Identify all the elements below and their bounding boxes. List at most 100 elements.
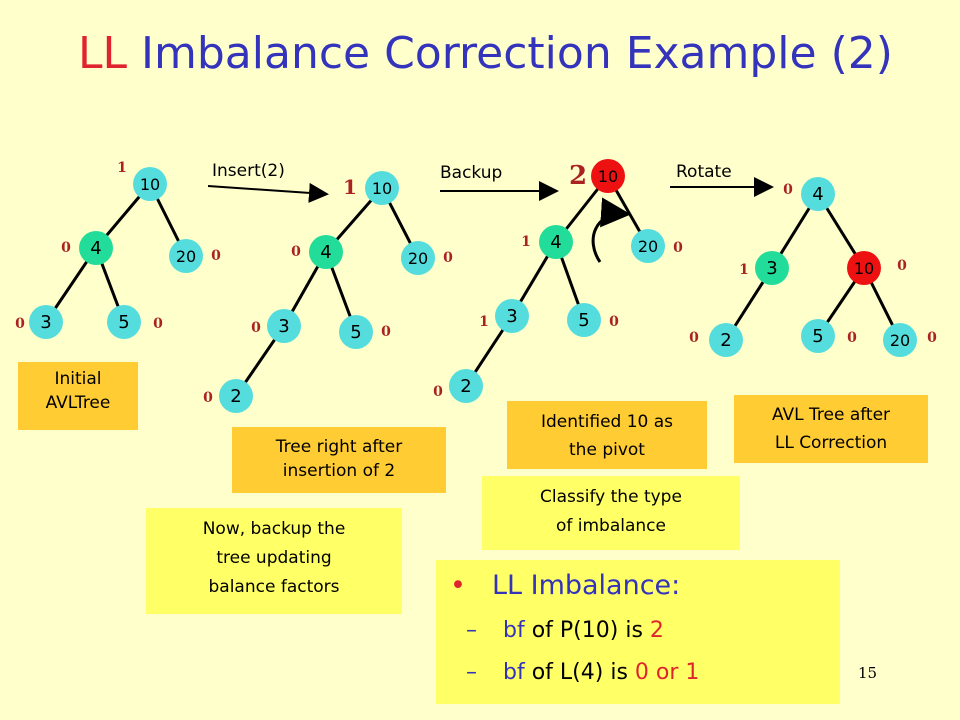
- balance-factor-label: 1: [479, 314, 489, 330]
- tree-node-10: [365, 171, 399, 205]
- tree-node-label: 4: [90, 238, 101, 259]
- title-rest: Imbalance Correction Example (2): [141, 28, 893, 79]
- tree-node-10: [133, 167, 167, 201]
- backup-label: Backup: [440, 163, 502, 183]
- note-after-insert-line-2: insertion of 2: [282, 461, 396, 481]
- tree-node-label: 5: [578, 310, 589, 331]
- balance-factor-label: 1: [117, 160, 127, 176]
- tree-node-label: 5: [350, 322, 361, 343]
- tree-node-4: [801, 177, 835, 211]
- insert-label: Insert(2): [212, 161, 285, 181]
- note-backup: Now, backup the tree updating balance fa…: [146, 508, 402, 614]
- note-pivot-line-1: Identified 10 as: [540, 412, 674, 432]
- tree-node-20: [169, 239, 203, 273]
- note-classify: Classify the type of imbalance: [482, 476, 740, 550]
- tree-node-2: [709, 323, 743, 357]
- tree-node-label: 5: [812, 326, 823, 347]
- bullet-heading: • LL Imbalance:: [450, 570, 680, 601]
- dash-icon: –: [466, 660, 477, 685]
- tree-node-4: [79, 231, 113, 265]
- balance-factor-label: 0: [443, 250, 453, 266]
- bullet-item-1: – bf of P(10) is 2: [466, 618, 664, 643]
- balance-factor-label: 0: [291, 244, 301, 260]
- tree-node-label: 10: [598, 167, 618, 186]
- tree-node-3: [29, 305, 63, 339]
- tree-node-5: [107, 305, 141, 339]
- page-number: 15: [858, 664, 878, 682]
- tree-node-label: 4: [550, 232, 561, 253]
- note-after-correction-line-1: AVL Tree after: [771, 405, 891, 425]
- tree-node-10: [847, 251, 881, 285]
- note-pivot: Identified 10 as the pivot: [507, 401, 707, 469]
- insert-arrow: [207, 182, 329, 203]
- bullet-dot-icon: •: [450, 570, 466, 601]
- tree-node-5: [339, 315, 373, 349]
- tree-node-20: [883, 323, 917, 357]
- note-after-insert: Tree right after insertion of 2: [232, 427, 446, 493]
- bullet-item-2: –bf of L(4) is 0 or 1: [466, 660, 699, 685]
- balance-factor-label: 0: [251, 320, 261, 336]
- balance-factor-label: 0: [381, 324, 391, 340]
- balance-factor-label: 0: [61, 240, 71, 256]
- balance-factor-label: 0: [203, 390, 213, 406]
- bullet-item-1-value: 2: [649, 618, 664, 643]
- tree-node-2: [219, 379, 253, 413]
- tree-node-label: 5: [118, 312, 129, 333]
- tree-node-3: [267, 309, 301, 343]
- bullet-heading-text: LL Imbalance:: [491, 570, 681, 601]
- note-backup-line-3: balance factors: [208, 577, 340, 597]
- tree-node-label: 2: [720, 330, 731, 351]
- tree-node-3: [755, 251, 789, 285]
- note-classify-line-2: of imbalance: [555, 516, 666, 536]
- rotation-curve-arrow: [591, 197, 631, 263]
- tree-node-label: 20: [890, 331, 910, 350]
- bullet-item-1-bf: bf: [503, 618, 525, 643]
- balance-factor-label: 0: [689, 330, 699, 346]
- balance-factor-label: 0: [847, 330, 857, 346]
- note-backup-line-1: Now, backup the: [202, 519, 346, 539]
- tree-node-label: 20: [408, 249, 428, 268]
- balance-factor-label: 0: [15, 316, 25, 332]
- rotate-label: Rotate: [676, 162, 732, 182]
- balance-factor-label: 0: [783, 182, 793, 198]
- tree-node-label: 20: [638, 237, 658, 256]
- tree-node-10: [591, 159, 625, 193]
- tree-node-5: [801, 319, 835, 353]
- tree-node-5: [567, 303, 601, 337]
- bullet-item-1-text: of P(10) is: [531, 618, 643, 643]
- note-classify-line-1: Classify the type: [540, 487, 682, 507]
- tree-node-label: 3: [506, 306, 517, 327]
- balance-factor-label: 2: [569, 161, 587, 191]
- bullet-item-2-value: 0 or 1: [634, 660, 700, 685]
- tree-node-label: 3: [766, 258, 777, 279]
- tree-node-label: 2: [460, 376, 471, 397]
- tree-node-label: 3: [278, 316, 289, 337]
- bullet-item-2-bf: bf: [503, 660, 525, 685]
- balance-factor-label: 0: [433, 384, 443, 400]
- slide-title: LL Imbalance Correction Example (2): [78, 28, 893, 79]
- tree-node-3: [495, 299, 529, 333]
- tree-node-label: 10: [854, 259, 874, 278]
- note-initial: Initial AVLTree: [18, 362, 138, 430]
- balance-factor-label: 1: [521, 234, 531, 250]
- note-backup-line-2: tree updating: [216, 548, 332, 568]
- tree-node-4: [539, 225, 573, 259]
- balance-factor-label: 0: [609, 314, 619, 330]
- title-ll: LL: [78, 28, 128, 79]
- balance-factor-label: 0: [673, 240, 683, 256]
- tree-node-4: [309, 235, 343, 269]
- balance-factor-label: 1: [739, 262, 749, 278]
- dash-icon: –: [466, 618, 477, 643]
- balance-factor-label: 0: [927, 330, 937, 346]
- ll-imbalance-box: • LL Imbalance: – bf of P(10) is 2 – bf of …: [436, 560, 840, 704]
- tree-node-label: 10: [372, 179, 392, 198]
- tree-node-label: 3: [40, 312, 51, 333]
- tree-node-label: 4: [320, 242, 331, 263]
- balance-factor-label: 0: [897, 258, 907, 274]
- tree-node-label: 4: [812, 184, 823, 205]
- tree-node-label: 20: [176, 247, 196, 266]
- note-pivot-line-2: the pivot: [569, 440, 645, 460]
- balance-factor-label: 1: [343, 175, 357, 199]
